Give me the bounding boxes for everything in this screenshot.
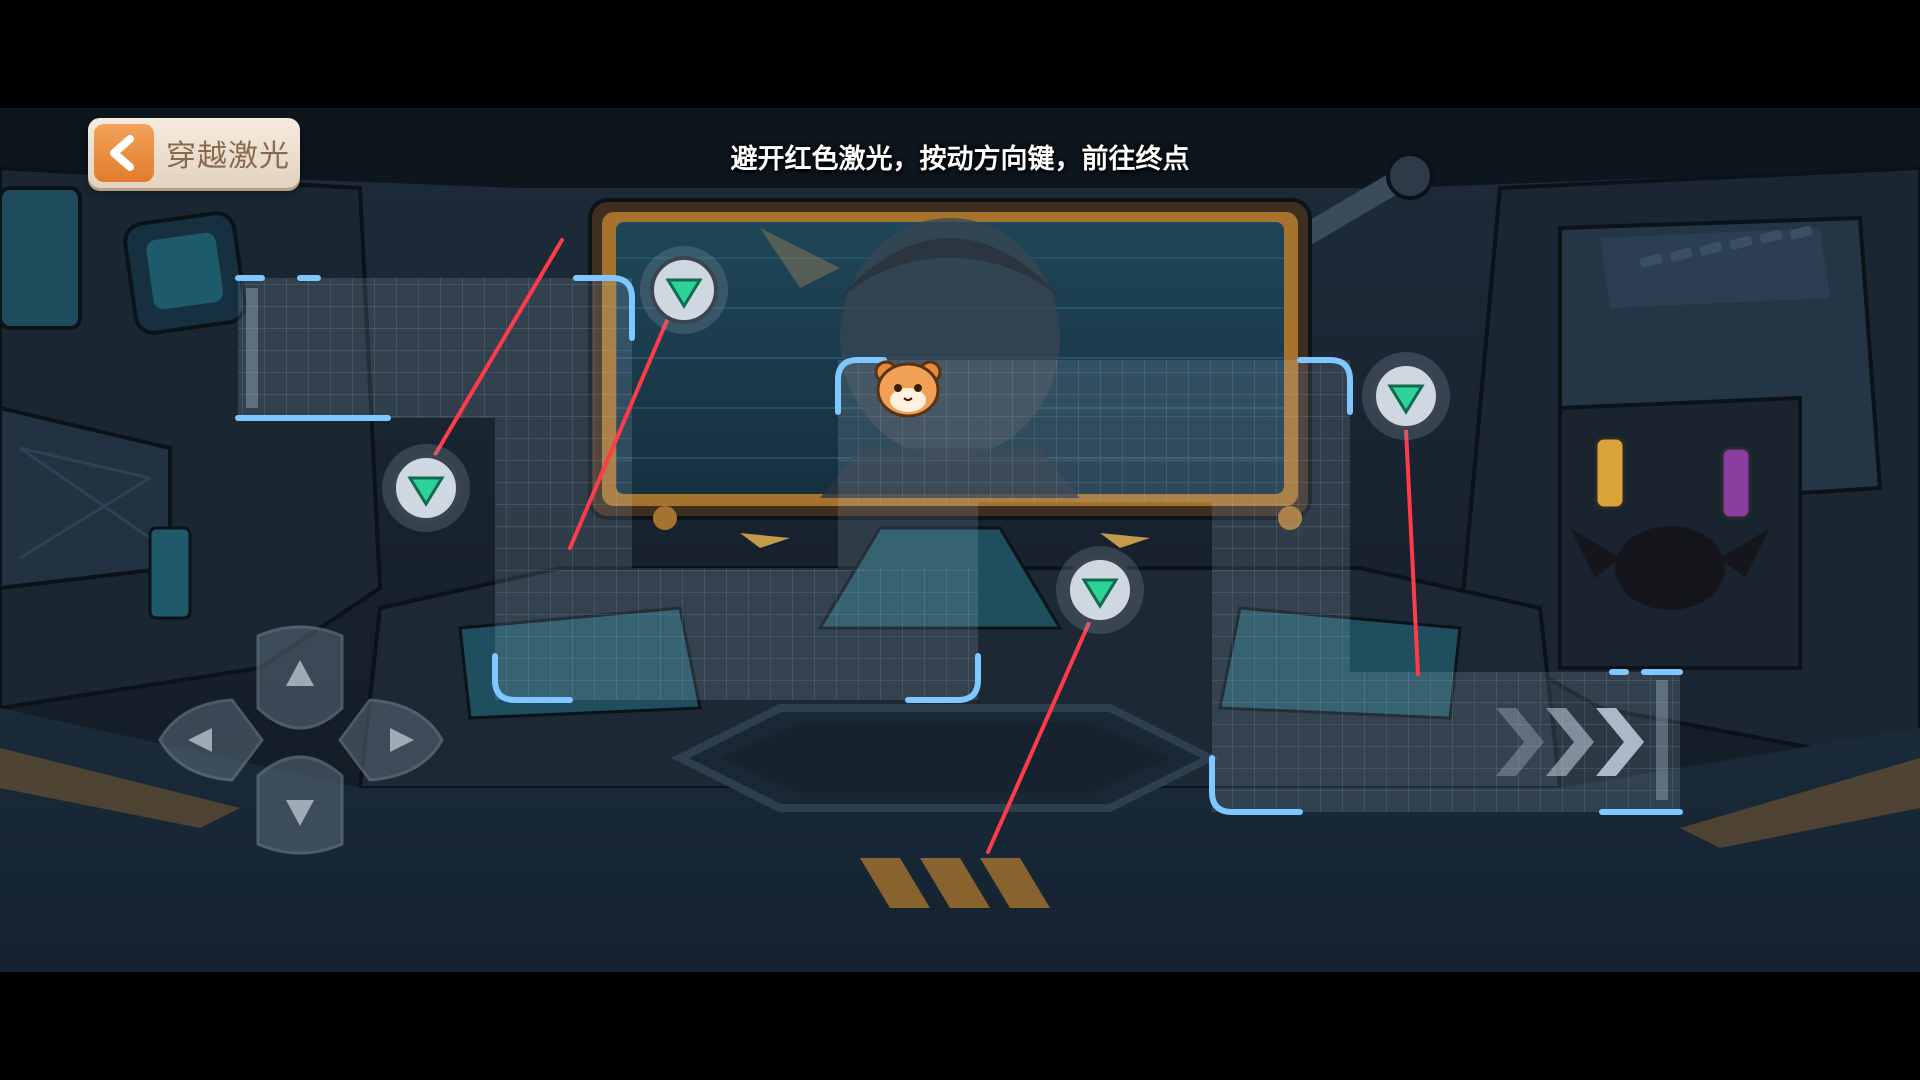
back-icon bbox=[94, 124, 154, 182]
level-title: 穿越激光 bbox=[166, 139, 290, 174]
laser-maze bbox=[235, 238, 1683, 854]
red-lasers bbox=[424, 238, 1420, 854]
arrow-left-icon bbox=[188, 728, 212, 752]
back-button[interactable]: 穿越激光 bbox=[88, 118, 300, 188]
laser-emitter-icon bbox=[382, 444, 470, 532]
spaceship-cockpit-background bbox=[0, 108, 1920, 972]
arrow-up-icon bbox=[286, 660, 314, 686]
laser-beam bbox=[568, 288, 682, 550]
laser-emitter-icon bbox=[640, 246, 728, 334]
laser-emitter-icon bbox=[1362, 352, 1450, 440]
dpad-right-button[interactable] bbox=[338, 698, 444, 782]
arrow-right-icon bbox=[390, 728, 414, 752]
dpad-left-button[interactable] bbox=[158, 698, 264, 782]
arrow-down-icon bbox=[286, 800, 314, 826]
direction-pad bbox=[158, 625, 444, 855]
laser-beam bbox=[1404, 428, 1420, 676]
instruction-text: 避开红色激光，按动方向键，前往终点 bbox=[730, 144, 1190, 175]
laser-emitter-icon bbox=[1056, 546, 1144, 634]
hamster-face-icon bbox=[874, 360, 942, 418]
dpad-up-button[interactable] bbox=[256, 625, 344, 730]
chevron-left-icon bbox=[110, 135, 134, 171]
maze-path bbox=[238, 278, 1680, 812]
goal-arrows-icon bbox=[1496, 708, 1644, 776]
dpad-down-button[interactable] bbox=[256, 755, 344, 855]
laser-beam bbox=[424, 238, 564, 472]
laser-beam bbox=[986, 596, 1102, 854]
maze-corner-brackets bbox=[235, 275, 1683, 815]
